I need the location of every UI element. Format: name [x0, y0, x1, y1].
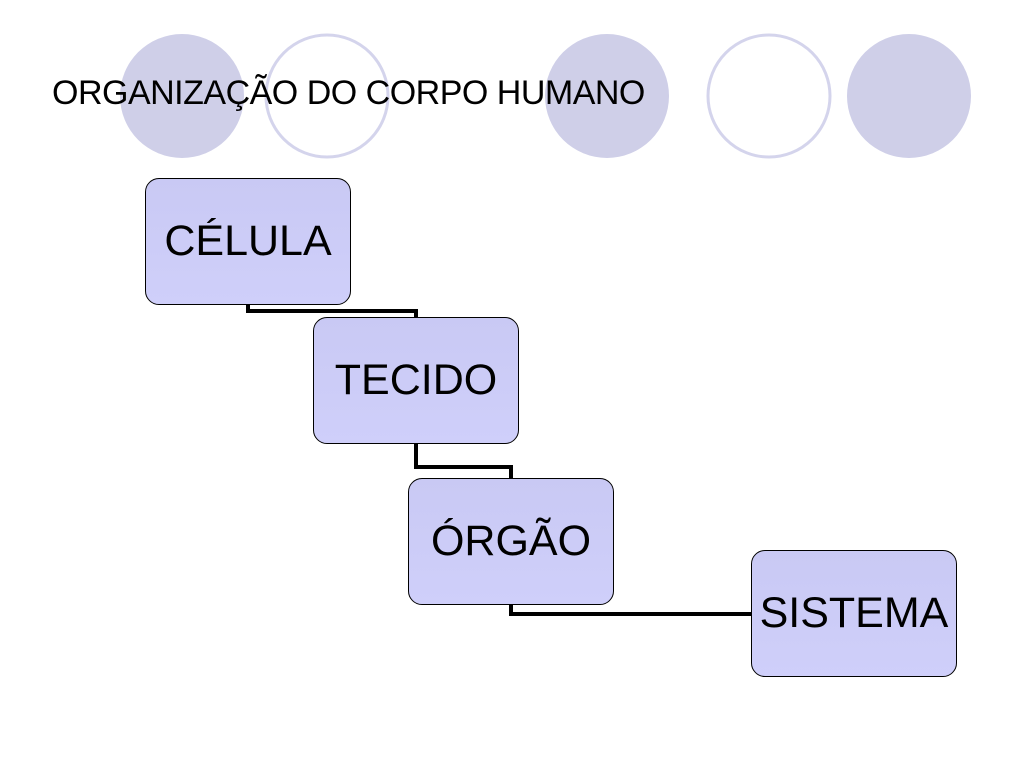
deco-circle-outline-2 — [706, 33, 832, 159]
deco-circle-filled-3 — [847, 34, 971, 158]
deco-circle-filled-1 — [120, 34, 244, 158]
connector-celula-tecido — [246, 305, 418, 317]
deco-circle-filled-2 — [545, 34, 669, 158]
node-orgao: ÓRGÃO — [408, 478, 614, 605]
deco-circle-outline-1 — [264, 33, 390, 159]
node-tecido: TECIDO — [313, 317, 519, 444]
node-celula: CÉLULA — [145, 178, 351, 305]
connector-tecido-orgao — [414, 444, 513, 478]
connector-orgao-sistema — [509, 605, 751, 616]
node-sistema: SISTEMA — [751, 550, 957, 677]
page-title: ORGANIZAÇÃO DO CORPO HUMANO — [52, 74, 645, 112]
